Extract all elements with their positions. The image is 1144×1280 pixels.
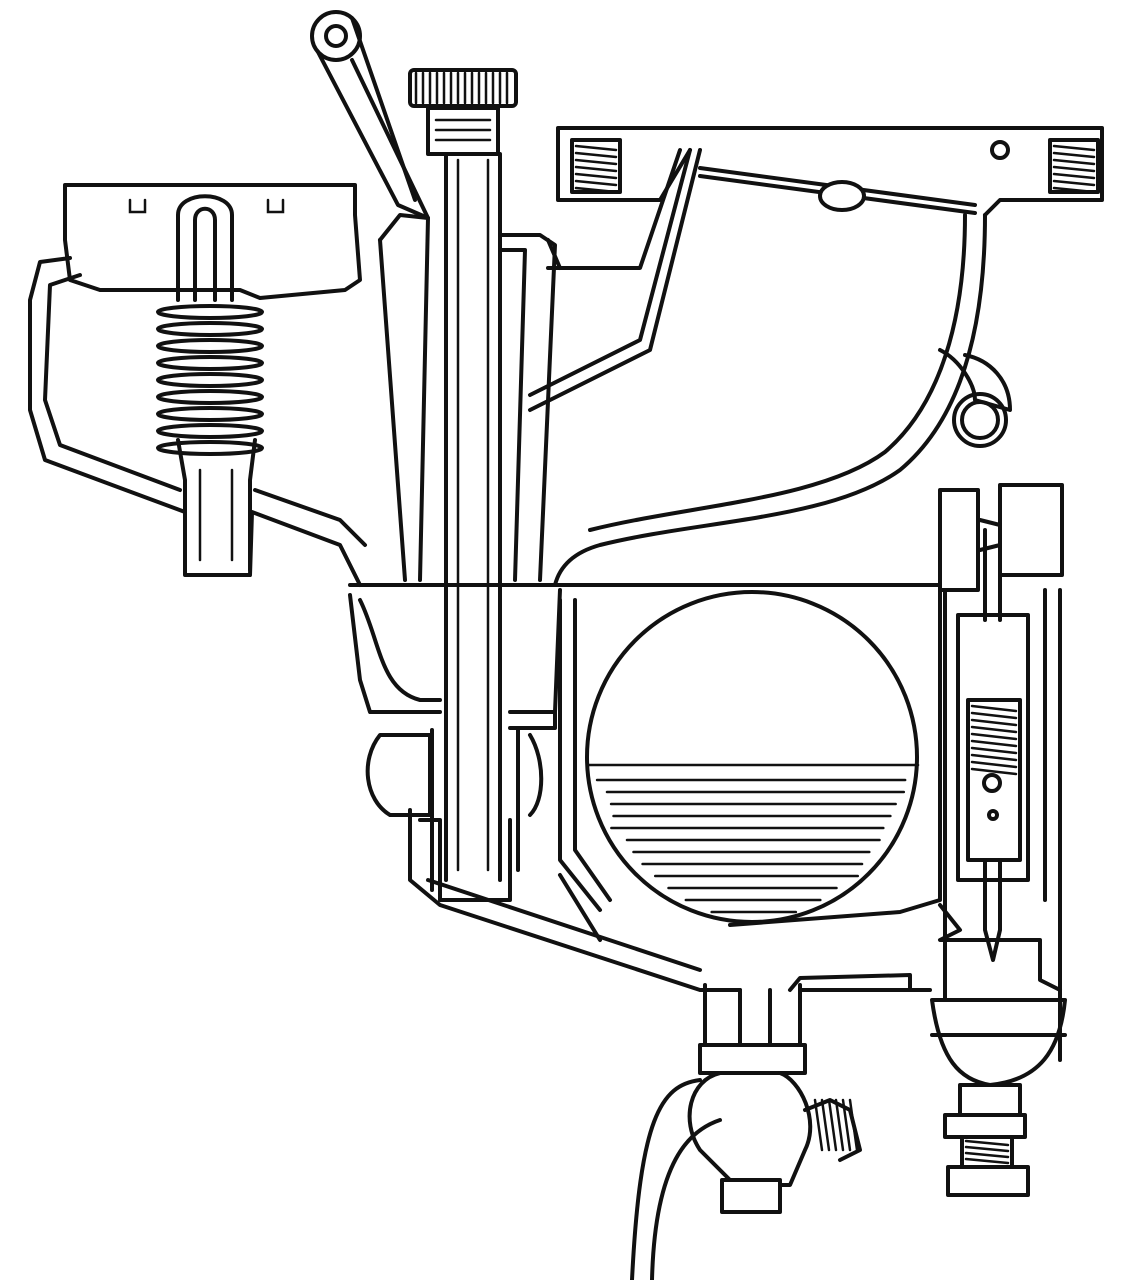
thread-line [815,1100,822,1150]
thread-line [1054,160,1094,164]
spring-coil [158,340,262,352]
venturi-tube [380,215,555,580]
adjusting-knob [410,70,516,154]
thread-line [972,720,1016,725]
thread-line [966,1147,1008,1151]
air-valve-spring [158,306,262,454]
thread-line [1054,167,1094,171]
fuel-pipe [632,1080,720,1280]
thread-line [972,748,1016,753]
spring-coil [158,374,262,386]
throttle-lever [312,12,428,218]
spring-coil [158,323,262,335]
thread-line [972,713,1016,718]
thread-line [850,1100,857,1150]
spring-coil [158,357,262,369]
throttle-valve [700,168,975,213]
spring-coil [158,391,262,403]
thread-line [1054,181,1094,185]
thread-line [576,160,616,164]
thread-line [966,1159,1008,1163]
drain-plug [690,985,860,1212]
thread-line [1054,146,1094,150]
thread-line [966,1153,1008,1157]
thread-line [576,174,616,178]
needle-stem [446,154,500,880]
thread-line [966,1141,1008,1145]
thread-line [972,741,1016,746]
spring-coil [158,442,262,454]
thread-line [972,706,1016,711]
spring-coil [158,408,262,420]
thread-line [576,167,616,171]
float [587,592,918,922]
thread-line [972,727,1016,732]
thread-line [972,734,1016,739]
thread-line [829,1100,836,1150]
thread-line [1054,174,1094,178]
spring-coil [158,425,262,437]
air-valve-stem [178,440,255,570]
thread-line [972,755,1016,760]
needle-valve-assembly [932,485,1065,1195]
thread-line [576,181,616,185]
thread-line [576,153,616,157]
thread-line [972,762,1016,767]
thread-line [1054,153,1094,157]
thread-line [576,146,616,150]
spring-coil [158,306,262,318]
thread-line [822,1100,829,1150]
